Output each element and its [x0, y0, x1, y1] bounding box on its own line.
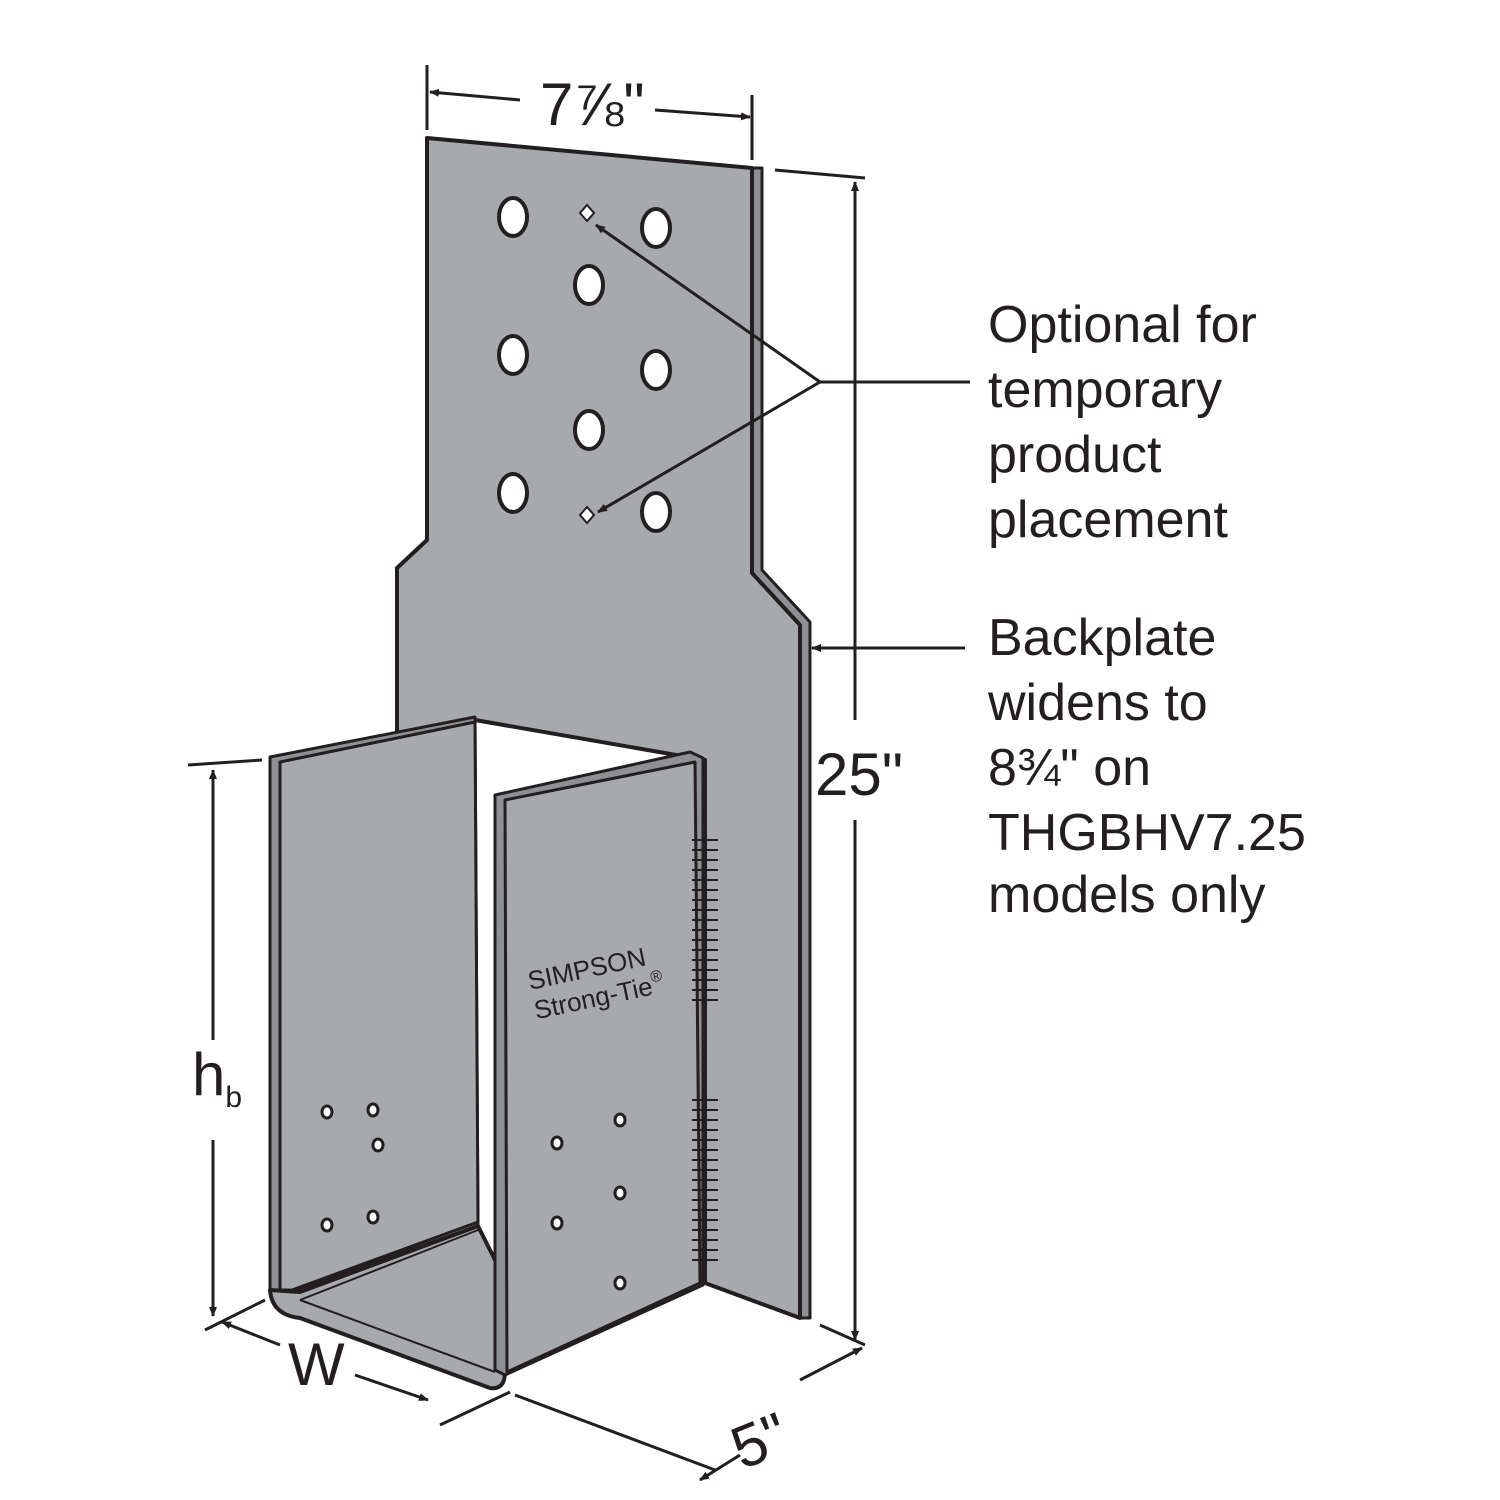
dim-extension [187, 758, 263, 767]
leader-arrow [595, 223, 821, 384]
callout-line: Optional for [988, 296, 1257, 354]
diamond-hole [578, 505, 596, 525]
seat-inner-line [299, 1299, 496, 1373]
dim-arrow [654, 108, 751, 121]
dim-arrow [354, 1373, 429, 1402]
callout-optional: Optional for temporary product placement [988, 296, 1257, 549]
callout-backplate: Backplate widens to 8¾" on THGBHV7.25 mo… [987, 609, 1306, 924]
screw-hole [320, 1104, 334, 1120]
screw-hole [371, 1137, 385, 1153]
dim-extension [204, 1298, 266, 1332]
nail-hole [640, 207, 672, 249]
dim-arrow [799, 1346, 863, 1382]
screw-hole [613, 1275, 627, 1291]
nail-hole [640, 349, 672, 391]
dim-depth: 5" [722, 1399, 798, 1482]
dim-arrow [221, 1320, 281, 1347]
right-flange [503, 760, 702, 1374]
screw-hole [366, 1209, 380, 1225]
callout-line: temporary [988, 361, 1222, 419]
dim-extension [439, 1390, 511, 1427]
left-flange [278, 720, 480, 1292]
screw-hole [550, 1215, 564, 1231]
screw-hole [550, 1135, 564, 1151]
leader-arrow [597, 380, 821, 514]
callout-line: 8¾" on [988, 739, 1151, 797]
dim-extension [774, 168, 866, 180]
nail-hole [640, 491, 672, 533]
crimp-ribs [692, 839, 718, 1261]
screw-hole [613, 1185, 627, 1201]
seat-inner-line [299, 1229, 479, 1301]
dim-width-top: 7⅞" [540, 71, 645, 138]
nail-hole [573, 264, 605, 306]
callout-line: models only [988, 866, 1265, 924]
screw-hole [613, 1112, 627, 1128]
callout-line: Backplate [988, 609, 1216, 667]
dim-extension [514, 1393, 716, 1472]
screw-hole [366, 1102, 380, 1118]
callout-line: placement [988, 491, 1228, 549]
dim-hb: hb [192, 1041, 242, 1114]
dim-extension [819, 1323, 866, 1347]
callout-line: widens to [987, 674, 1208, 732]
dim-arrow [699, 1453, 741, 1482]
diamond-hole [578, 203, 596, 223]
dim-height-total: 25" [815, 741, 903, 808]
nail-hole [573, 409, 605, 451]
nail-hole [497, 196, 529, 238]
dim-arrow [429, 88, 521, 102]
screw-hole [320, 1217, 334, 1233]
dim-w: W [288, 1331, 345, 1398]
callout-line: THGBHV7.25 [988, 804, 1306, 862]
callout-line: product [988, 426, 1162, 484]
nail-hole [497, 334, 529, 376]
nail-hole [497, 472, 529, 514]
